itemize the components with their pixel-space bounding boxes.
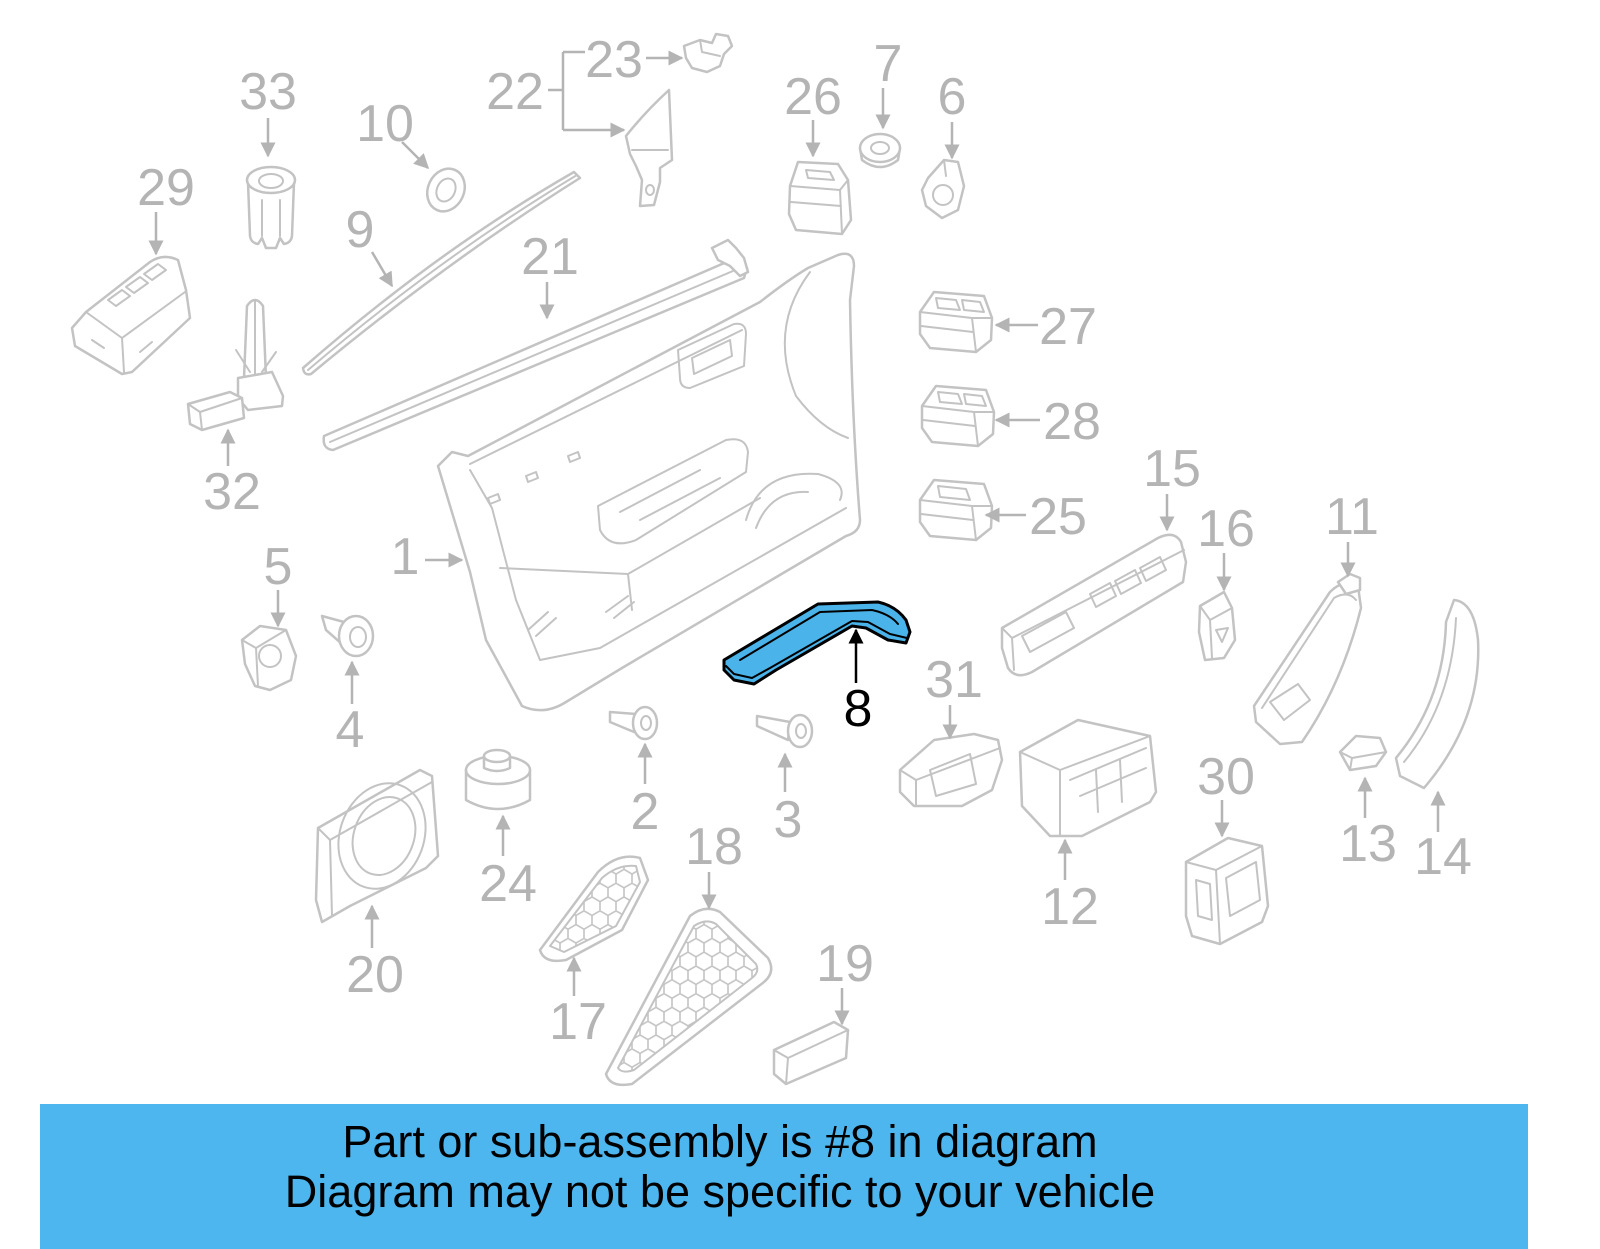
callout-label-27: 27: [1039, 298, 1097, 356]
callout-label-5: 5: [264, 538, 293, 596]
callout-label-19: 19: [816, 935, 874, 993]
part-29: [70, 255, 192, 376]
part-4: [320, 614, 375, 658]
part-23: [682, 32, 734, 74]
part-7: [858, 132, 902, 169]
part-26: [787, 160, 853, 236]
callout-label-15: 15: [1143, 440, 1201, 498]
callout-label-17: 17: [549, 993, 607, 1051]
part-16: [1197, 590, 1237, 662]
part-27: [918, 290, 994, 354]
info-banner: Part or sub-assembly is #8 in diagram Di…: [40, 1104, 1528, 1249]
part-8-highlighted: [722, 600, 912, 686]
part-13: [1338, 734, 1388, 772]
callout-label-16: 16: [1197, 500, 1255, 558]
callout-label-4: 4: [336, 701, 365, 759]
callout-label-30: 30: [1197, 748, 1255, 806]
part-6: [920, 158, 966, 220]
part-25: [918, 478, 994, 542]
part-15: [1000, 533, 1188, 677]
part-18: [604, 907, 773, 1087]
banner-line-1: Part or sub-assembly is #8 in diagram: [342, 1116, 1098, 1167]
part-24: [464, 748, 532, 811]
callout-label-32: 32: [203, 463, 261, 521]
callout-label-11: 11: [1325, 488, 1379, 546]
part-19: [772, 1020, 850, 1086]
callout-label-13: 13: [1339, 815, 1397, 873]
part-1: [436, 252, 862, 712]
callout-label-26: 26: [784, 68, 842, 126]
banner-line-2: Diagram may not be specific to your vehi…: [284, 1166, 1156, 1217]
callout-label-2: 2: [631, 783, 660, 841]
leader-arrow-10: [401, 141, 430, 170]
callout-label-20: 20: [346, 946, 404, 1004]
part-14: [1394, 598, 1480, 790]
callout-label-14: 14: [1414, 828, 1472, 886]
part-2: [608, 705, 659, 741]
callout-label-28: 28: [1043, 393, 1101, 451]
part-22: [624, 88, 674, 208]
callout-label-24: 24: [479, 855, 537, 913]
callout-label-22: 22: [486, 63, 544, 121]
callout-label-3: 3: [774, 791, 803, 849]
leader-bracket-22: [548, 50, 585, 130]
callout-label-10: 10: [356, 95, 414, 153]
leader-arrows: [148, 50, 1446, 1026]
callout-label-23: 23: [585, 31, 643, 89]
part-5: [240, 624, 298, 692]
callout-labels: 1 2 3 4 5 6 7 8 9 10 11 12 13 14 15 16 1…: [137, 31, 1472, 1051]
callout-label-25: 25: [1029, 488, 1087, 546]
part-21: [322, 238, 750, 452]
part-30: [1184, 836, 1270, 946]
part-31: [898, 732, 1004, 808]
part-9: [301, 170, 582, 376]
callout-label-29: 29: [137, 159, 195, 217]
callout-label-21: 21: [521, 228, 579, 286]
parts-diagram: 1 2 3 4 5 6 7 8 9 10 11 12 13 14 15 16 1…: [70, 31, 1480, 1087]
callout-label-18: 18: [685, 818, 743, 876]
part-3: [755, 713, 814, 749]
callout-label-7: 7: [874, 35, 903, 93]
leader-arrow-9: [370, 251, 394, 288]
part-33: [245, 165, 297, 250]
callout-label-31: 31: [925, 651, 983, 709]
part-20: [314, 768, 440, 924]
part-11: [1252, 572, 1363, 746]
part-28: [920, 384, 996, 448]
part-12: [1018, 718, 1158, 838]
callout-label-9: 9: [346, 201, 375, 259]
part-17: [538, 855, 650, 963]
callout-label-1: 1: [391, 528, 420, 586]
callout-label-8: 8: [844, 680, 873, 738]
callout-label-33: 33: [239, 63, 297, 121]
callout-label-6: 6: [938, 68, 967, 126]
part-10: [425, 167, 467, 213]
callout-label-12: 12: [1041, 878, 1099, 936]
part-32: [186, 298, 285, 432]
